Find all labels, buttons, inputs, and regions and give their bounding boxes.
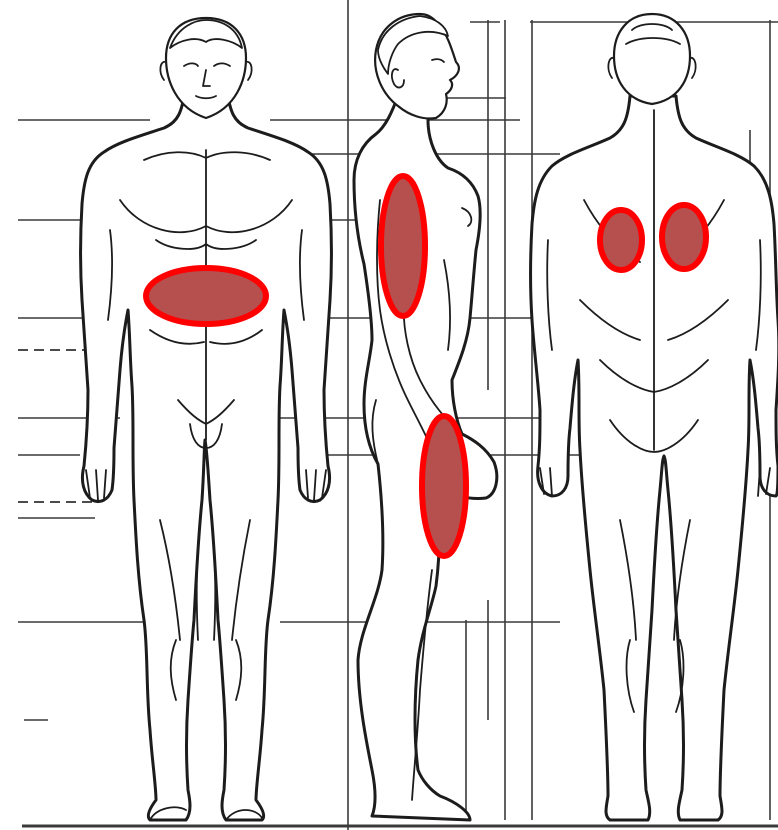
back-head [614,14,690,104]
side-view-figure [354,14,497,820]
back-right-shoulder-blade-marker [662,205,706,269]
back-view-figure [531,14,778,820]
side-upper-arm-marker [381,176,425,316]
front-abdomen-marker [146,268,266,324]
front-fingers [86,470,326,500]
back-left-shoulder-blade-marker [600,210,642,270]
front-view-figure [81,18,332,820]
side-thigh-marker [422,416,466,556]
